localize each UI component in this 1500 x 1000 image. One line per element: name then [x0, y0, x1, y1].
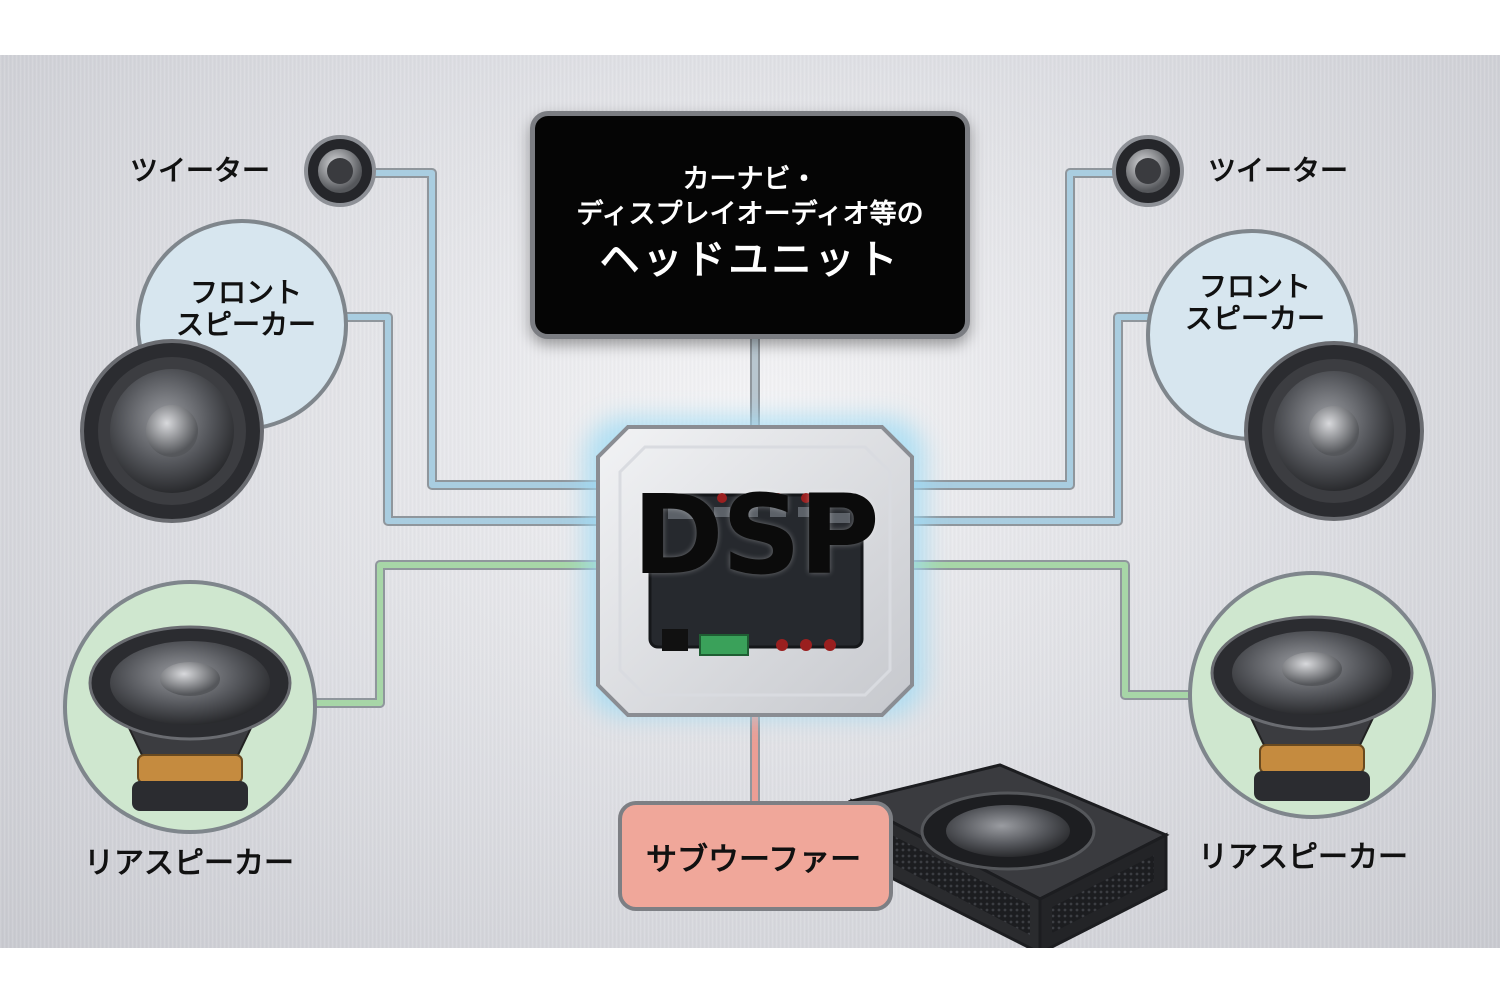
- line-front-left: [345, 312, 600, 526]
- rear-left-label: リアスピーカー: [84, 846, 294, 881]
- rear-right-speaker-icon: [1210, 615, 1414, 801]
- line-front-right: [910, 312, 1160, 526]
- diagram-stage: カーナビ・ ディスプレイオーディオ等の ヘッドユニット DSP サブウーファー …: [0, 55, 1500, 948]
- tweeter-left-label: ツイーター: [130, 154, 271, 187]
- rear-left-speaker-icon: [88, 625, 292, 811]
- subwoofer-icon: [847, 763, 1170, 948]
- front-left-line2: スピーカー: [175, 308, 317, 342]
- front-right-line2: スピーカー: [1184, 302, 1326, 336]
- tweeter-right-label: ツイーター: [1208, 154, 1349, 187]
- dsp-module: [585, 417, 925, 717]
- line-rear-right: [910, 560, 1195, 700]
- head-unit-box: カーナビ・ ディスプレイオーディオ等の ヘッドユニット: [530, 111, 970, 339]
- head-unit-line2: ディスプレイオーディオ等の: [576, 199, 924, 230]
- line-rear-left: [312, 560, 600, 708]
- diagram-canvas: [63, 135, 1436, 948]
- dsp-label: DSP: [632, 471, 879, 599]
- front-right-label: フロント スピーカー: [1184, 270, 1326, 336]
- front-left-speaker-icon: [80, 339, 264, 523]
- tweeter-left-icon: [304, 135, 376, 207]
- front-left-line1: フロント: [189, 276, 303, 309]
- front-right-line1: フロント: [1198, 270, 1312, 303]
- circuit-board-icon: [648, 493, 864, 649]
- head-unit-line3: ヘッドユニット: [599, 237, 901, 284]
- head-unit-line1: カーナビ・: [682, 163, 818, 195]
- tweeter-right-icon: [1112, 135, 1184, 207]
- subwoofer-label: サブウーファー: [646, 841, 862, 878]
- subwoofer-label-box: サブウーファー: [618, 801, 893, 911]
- rear-right-label: リアスピーカー: [1198, 840, 1408, 875]
- front-left-label: フロント スピーカー: [175, 276, 317, 342]
- connection-lines: [312, 168, 1195, 801]
- front-right-speaker-icon: [1244, 341, 1424, 521]
